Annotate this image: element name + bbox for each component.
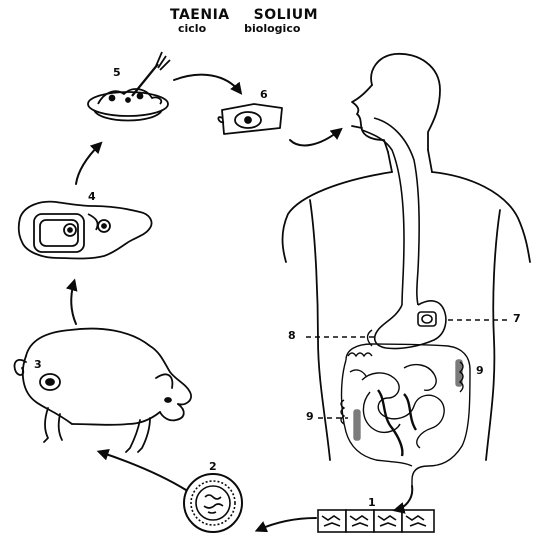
label-6: 6 (260, 88, 268, 101)
esophagus (362, 118, 419, 305)
meat-cut (19, 202, 152, 259)
plate-with-food (88, 52, 170, 121)
label-9-right: 9 (476, 364, 484, 377)
label-8: 8 (288, 329, 296, 342)
label-2: 2 (209, 460, 217, 473)
title-word-solium: SOLIUM (254, 8, 318, 22)
label-7: 7 (513, 312, 521, 325)
subtitle-ciclo: ciclo (178, 23, 206, 34)
label-4: 4 (88, 190, 96, 203)
cycle-arrows (71, 75, 412, 530)
title-word-taenia: TAENIA (170, 8, 230, 22)
stomach (375, 301, 446, 349)
egg (184, 474, 242, 532)
diagram-title: TAENIA SOLIUM ciclo biologico (170, 8, 360, 34)
label-3: 3 (34, 358, 42, 371)
proglottid-chain (318, 510, 434, 532)
label-5: 5 (113, 66, 121, 79)
intestines (341, 330, 470, 486)
label-9-left: 9 (306, 410, 314, 423)
cysticercus-tissue (218, 104, 282, 134)
pig (14, 329, 191, 452)
label-1: 1 (368, 496, 376, 509)
subtitle-biologico: biologico (244, 23, 300, 34)
